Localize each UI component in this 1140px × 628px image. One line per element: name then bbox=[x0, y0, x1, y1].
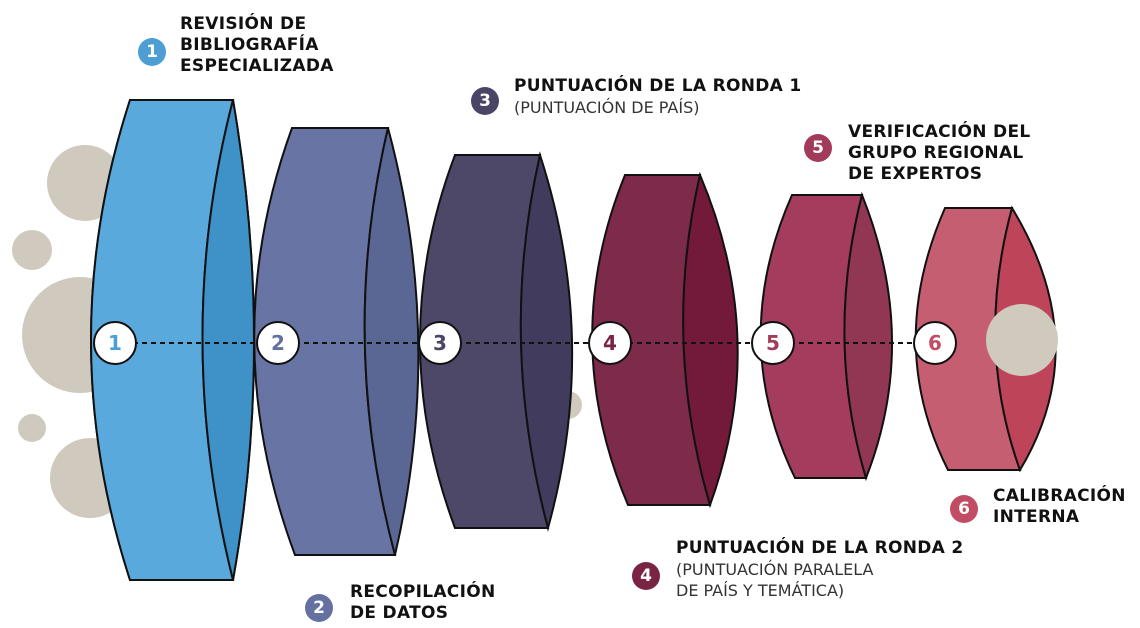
axis-marker-2: 2 bbox=[256, 321, 300, 365]
axis-marker-6-number: 6 bbox=[928, 331, 942, 355]
ring-6 bbox=[914, 205, 1058, 473]
ring-2 bbox=[253, 127, 420, 556]
step-4-badge: 4 bbox=[632, 562, 660, 590]
axis-markers: 1 2 3 4 5 6 bbox=[93, 321, 957, 365]
ring-4 bbox=[591, 171, 739, 509]
axis-marker-2-number: 2 bbox=[271, 331, 285, 355]
step-4-label: PUNTUACIÓN DE LA RONDA 2 (PUNTUACIÓN PAR… bbox=[676, 538, 963, 601]
step-6-badge: 6 bbox=[950, 495, 978, 523]
step-2-badge: 2 bbox=[305, 594, 333, 622]
axis-marker-3: 3 bbox=[418, 321, 462, 365]
step-5-badge: 5 bbox=[804, 134, 832, 162]
step-5-title: VERIFICACIÓN DEL GRUPO REGIONAL DE EXPER… bbox=[848, 122, 1031, 184]
step-5-label: VERIFICACIÓN DEL GRUPO REGIONAL DE EXPER… bbox=[848, 122, 1031, 185]
step-3-title: PUNTUACIÓN DE LA RONDA 1 bbox=[514, 76, 802, 96]
step-3-badge: 3 bbox=[471, 87, 499, 115]
step-6-label: CALIBRACIÓN INTERNA bbox=[993, 486, 1126, 528]
step-2-label: RECOPILACIÓN DE DATOS bbox=[350, 582, 496, 624]
axis-marker-5: 5 bbox=[751, 321, 795, 365]
ring-1 bbox=[90, 99, 255, 581]
step-3-label: PUNTUACIÓN DE LA RONDA 1 (PUNTUACIÓN DE … bbox=[514, 76, 801, 118]
axis-marker-6: 6 bbox=[913, 321, 957, 365]
step-6-title: CALIBRACIÓN INTERNA bbox=[993, 486, 1126, 527]
axis-marker-5-number: 5 bbox=[766, 331, 780, 355]
step-4-title: PUNTUACIÓN DE LA RONDA 2 bbox=[676, 538, 964, 558]
axis-marker-1: 1 bbox=[93, 321, 137, 365]
ring-5 bbox=[759, 191, 893, 482]
step-1-title: REVISIÓN DE BIBLIOGRAFÍA ESPECIALIZADA bbox=[180, 14, 334, 76]
axis-marker-4-number: 4 bbox=[603, 331, 617, 355]
axis-marker-3-number: 3 bbox=[433, 331, 447, 355]
step-1-badge: 1 bbox=[138, 38, 166, 66]
step-3-subtitle: (PUNTUACIÓN DE PAÍS) bbox=[514, 98, 700, 117]
step-1-label: REVISIÓN DE BIBLIOGRAFÍA ESPECIALIZADA bbox=[180, 14, 334, 77]
step-2-title: RECOPILACIÓN DE DATOS bbox=[350, 582, 496, 623]
ring-3 bbox=[419, 151, 582, 532]
axis-marker-1-number: 1 bbox=[108, 331, 122, 355]
axis-marker-4: 4 bbox=[588, 321, 632, 365]
step-4-subtitle: (PUNTUACIÓN PARALELA DE PAÍS Y TEMÁTICA) bbox=[676, 560, 874, 600]
